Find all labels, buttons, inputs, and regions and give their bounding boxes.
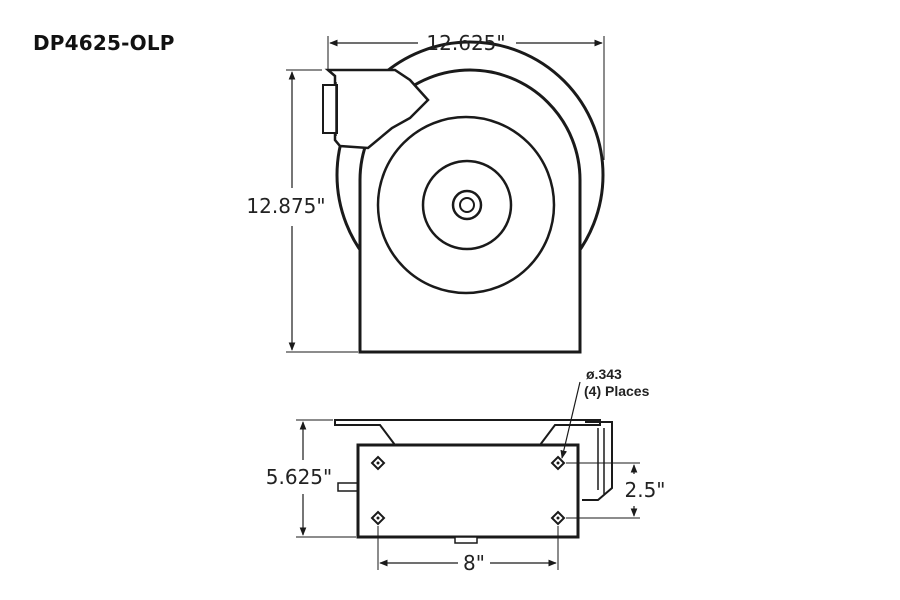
axle-outer: [451, 189, 483, 221]
width-dimension: 12.625": [327, 31, 605, 160]
bolt-width-label: 8": [463, 551, 485, 575]
mounting-hole: [370, 510, 386, 526]
bolt-width-dimension: 8": [377, 526, 559, 575]
overall-height-label: 12.875": [246, 194, 325, 218]
height-dimension: 12.875": [246, 69, 358, 353]
model-title: DP4625-OLP: [33, 31, 175, 55]
hole-callout: ø.343 (4) Places: [560, 366, 650, 459]
mounting-hole: [550, 510, 566, 526]
base-plate: [356, 443, 580, 539]
axle-inner: [459, 197, 475, 213]
hole-count-label: (4) Places: [584, 383, 650, 399]
hub-ring: [376, 115, 556, 295]
mounting-hole: [550, 455, 566, 471]
front-view: [322, 40, 605, 354]
bolt-depth-label: 2.5": [624, 478, 665, 502]
hub-inner: [421, 159, 513, 251]
bolt-depth-dimension: 2.5": [566, 462, 666, 519]
base-view: [334, 419, 613, 544]
mounting-hole: [370, 455, 386, 471]
base-depth-dimension: 5.625": [266, 419, 356, 538]
inlet-fitting: [322, 84, 338, 134]
base-depth-label: 5.625": [266, 465, 332, 489]
hole-diameter-label: ø.343: [586, 366, 622, 382]
overall-width-label: 12.625": [426, 31, 505, 55]
